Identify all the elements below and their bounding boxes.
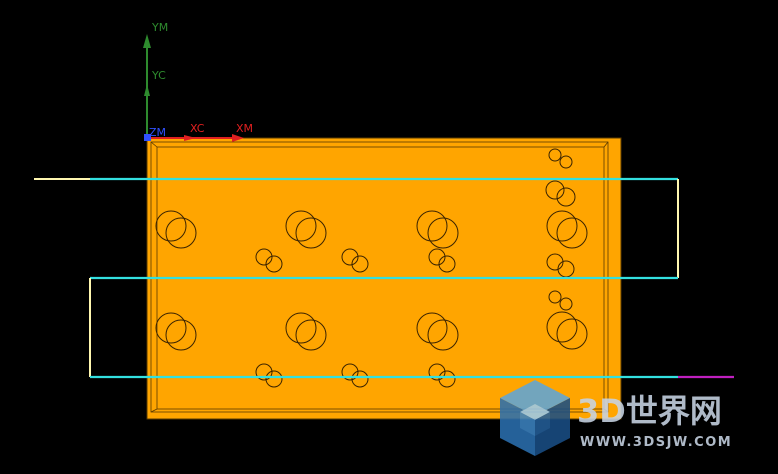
origin-marker [144, 134, 151, 141]
hole [546, 311, 578, 343]
hole [165, 319, 197, 351]
yc-axis-arrowhead [144, 84, 150, 96]
hole [559, 155, 573, 169]
y-axis-arrowhead [143, 34, 151, 48]
watermark: 3D世界网 WWW.3DSJW.COM [500, 380, 732, 456]
hole [255, 248, 273, 266]
plate-chamfer [603, 408, 609, 413]
plate-chamfer [150, 141, 158, 148]
toolpath[interactable] [34, 177, 734, 379]
hole [155, 312, 187, 344]
hole [545, 180, 565, 200]
hole [295, 217, 327, 249]
hole [155, 210, 187, 242]
hole [341, 363, 359, 381]
watermark-title: 3D世界网 [577, 392, 722, 430]
plate-chamfer [150, 408, 158, 413]
hole [285, 210, 317, 242]
watermark-url: WWW.3DSJW.COM [580, 435, 732, 450]
xc-axis-arrowhead [184, 135, 196, 141]
hole [351, 370, 369, 388]
hole [295, 319, 327, 351]
hole [427, 319, 459, 351]
axis-label-xm: XM [236, 122, 253, 135]
hole [341, 248, 359, 266]
hole [427, 217, 459, 249]
hole [559, 297, 573, 311]
cube-logo-icon [500, 380, 570, 456]
hole [556, 187, 576, 207]
hole [548, 290, 562, 304]
hole [438, 255, 456, 273]
hole [255, 363, 273, 381]
axis-label-xc: XC [190, 122, 205, 135]
axis-label-ym: YM [151, 21, 168, 34]
hole [546, 210, 578, 242]
hole [556, 217, 588, 249]
xm-axis-arrowhead [232, 134, 244, 142]
hole [428, 248, 446, 266]
hole [556, 318, 588, 350]
hole [428, 363, 446, 381]
hole [265, 370, 283, 388]
axis-label-yc: YC [151, 69, 166, 82]
hole [265, 255, 283, 273]
axis-label-origin: ZM [149, 126, 166, 139]
hole [351, 255, 369, 273]
hole [548, 148, 562, 162]
hole [438, 370, 456, 388]
hole-group [155, 148, 588, 388]
plate-chamfer [603, 141, 609, 148]
hole [416, 210, 448, 242]
hole [165, 217, 197, 249]
hole [285, 312, 317, 344]
hole [416, 312, 448, 344]
coordinate-triad: YM YC XC XM ZM [143, 21, 253, 142]
